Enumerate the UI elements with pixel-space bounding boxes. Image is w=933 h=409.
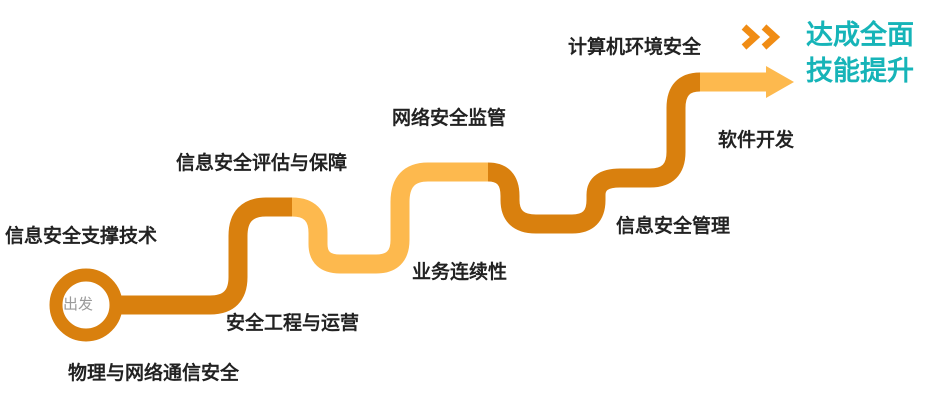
road-segment-1 [116,197,292,315]
stage-label-support-tech: 信息安全支撑技术 [5,225,158,247]
goal-title-line-2: 技能提升 [806,56,914,87]
chevron-right-icon [741,24,761,50]
stage-label-network-supervision: 网络安全监管 [392,107,507,129]
stage-label-business-continuity: 业务连续性 [412,261,508,283]
stage-label-assessment: 信息安全评估与保障 [176,152,348,174]
goal-title-line-1: 达成全面 [806,20,914,51]
stage-label-security-engineering: 安全工程与运营 [226,312,360,334]
stage-label-computing-env: 计算机环境安全 [568,36,702,58]
stage-label-management: 信息安全管理 [616,215,731,237]
chevron-right-icon [761,24,781,50]
stage-label-physical-network: 物理与网络通信安全 [68,362,240,384]
goal-arrow-head [766,66,794,98]
start-label: 出发 [63,295,94,313]
stage-label-software-dev: 软件开发 [718,129,795,151]
road-segment-2 [291,162,488,274]
road-segment-3 [487,72,701,234]
